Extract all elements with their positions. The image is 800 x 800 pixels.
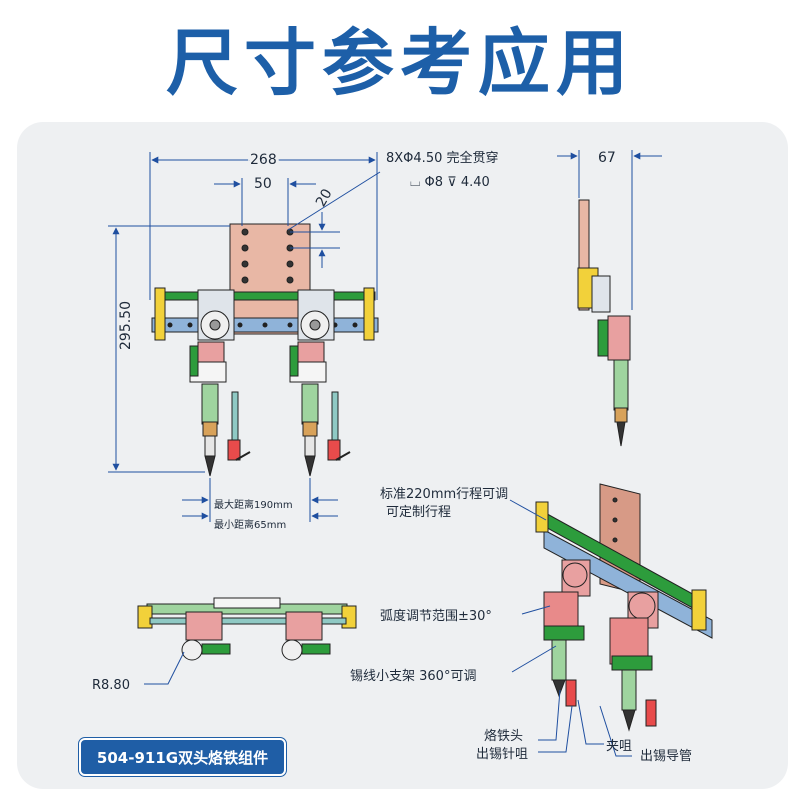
- dim-min-distance: 最小距离65mm: [214, 518, 286, 531]
- callout-clamp: 夹咀: [606, 739, 632, 754]
- dim-side-width: 67: [598, 150, 616, 166]
- callout-stroke-1: 标准220mm行程可调: [380, 487, 508, 502]
- callout-arc-range: 弧度调节范围±30°: [380, 608, 492, 624]
- side-dimensions: [557, 150, 662, 310]
- dim-radius: R8.80: [92, 678, 130, 693]
- callout-stroke-2: 可定制行程: [386, 505, 451, 520]
- drawing-panel: [17, 122, 788, 789]
- dim-hole-spec-2: ⌴ Φ8 ⊽ 4.40: [410, 175, 490, 190]
- top-view: [137, 597, 357, 661]
- callout-tin-tube: 出锡导管: [640, 749, 692, 764]
- callout-lines: [509, 499, 632, 757]
- callout-tin-nozzle: 出锡针咀: [476, 747, 528, 762]
- model-badge: 504-911G双头烙铁组件: [79, 738, 286, 776]
- dim-hole-spec-1: 8XΦ4.50 完全贯穿: [386, 150, 499, 166]
- callout-iron-tip: 烙铁头: [484, 728, 523, 744]
- green-rail: [162, 291, 376, 301]
- page-title: 尺寸参考应用: [165, 21, 634, 105]
- isometric-view: [535, 483, 713, 732]
- dim-hole-pitch: 20: [313, 186, 336, 209]
- callout-wire-bracket: 锡线小支架 360°可调: [350, 669, 476, 684]
- dim-max-distance: 最大距离190mm: [214, 498, 293, 511]
- dim-width-total: 268: [250, 152, 277, 168]
- dim-hole-spacing: 50: [254, 176, 272, 192]
- dim-height-total: 295.50: [118, 301, 134, 350]
- front-dimensions: [108, 152, 381, 522]
- front-view: [151, 223, 379, 477]
- side-view: [577, 199, 631, 447]
